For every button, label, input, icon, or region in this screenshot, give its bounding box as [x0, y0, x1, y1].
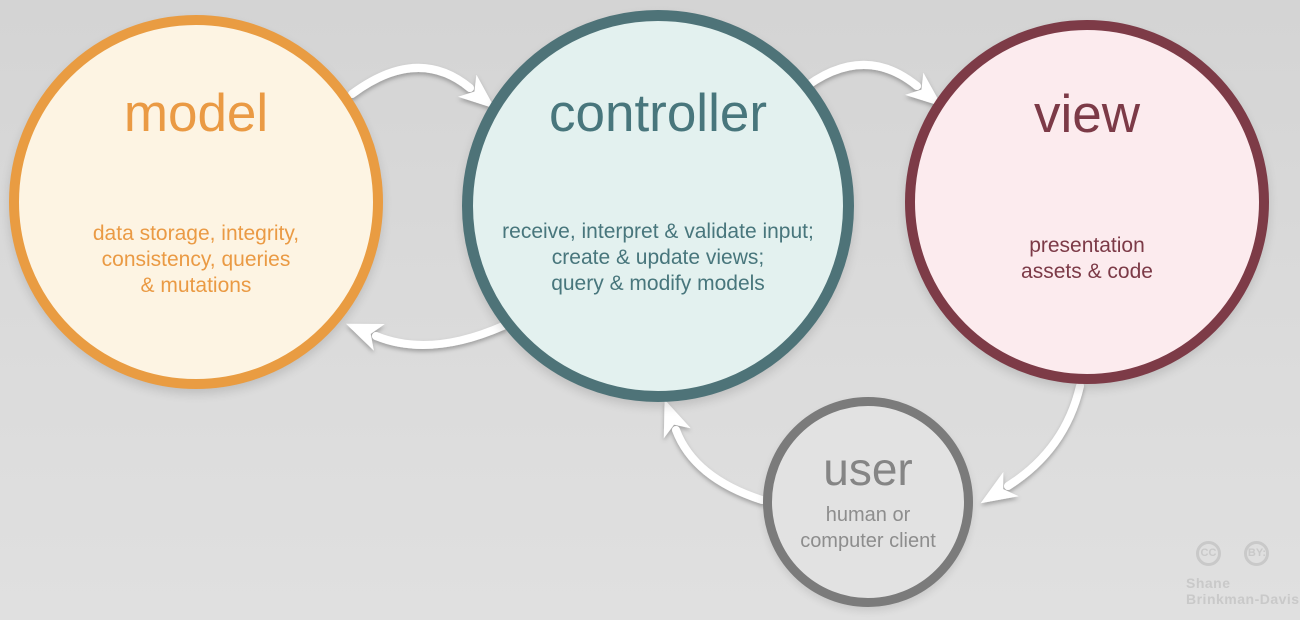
- cc-by-icon: BY:: [1244, 541, 1270, 566]
- controller-description-line: receive, interpret & validate input;: [502, 220, 814, 243]
- author-name: Shane Brinkman-Davis: [1186, 575, 1300, 607]
- view-description: presentation assets & code: [915, 233, 1259, 285]
- author-name-line: Brinkman-Davis: [1186, 591, 1300, 607]
- license-icons: CC BY:: [1186, 541, 1300, 568]
- model-title: model: [123, 84, 269, 143]
- user-description-line: human or: [825, 504, 911, 526]
- arrow-model-to-controller: [348, 64, 495, 109]
- license-attribution: CC BY: Shane Brinkman-Davis: [1186, 541, 1300, 607]
- arrow-view-to-user: [980, 382, 1084, 504]
- user-description: human or computer client: [772, 502, 964, 554]
- view-title: view: [1033, 85, 1141, 144]
- controller-node: controller receive, interpret & validate…: [462, 10, 854, 402]
- view-description-line: assets & code: [1021, 260, 1153, 283]
- user-title: user: [823, 443, 913, 495]
- user-description-line: computer client: [800, 530, 936, 552]
- arrow-user-to-controller: [663, 399, 766, 504]
- controller-description-line: create & update views;: [551, 246, 765, 269]
- arrow-controller-to-model: [345, 322, 507, 351]
- cc-icon: CC: [1196, 541, 1221, 566]
- controller-title: controller: [549, 84, 767, 143]
- model-description-line: consistency, queries: [101, 248, 291, 271]
- controller-description-line: query & modify models: [551, 272, 765, 295]
- user-node: user human or computer client: [763, 397, 973, 607]
- model-description-line: & mutations: [140, 274, 252, 297]
- view-description-line: presentation: [1029, 234, 1145, 257]
- author-name-line: Shane: [1186, 575, 1231, 591]
- controller-description: receive, interpret & validate input; cre…: [473, 219, 843, 297]
- model-node: model data storage, integrity, consisten…: [9, 15, 383, 389]
- model-description: data storage, integrity, consistency, qu…: [19, 221, 373, 299]
- arrow-controller-to-view: [795, 61, 943, 107]
- view-node: view presentation assets & code: [905, 20, 1269, 384]
- model-description-line: data storage, integrity,: [92, 222, 300, 245]
